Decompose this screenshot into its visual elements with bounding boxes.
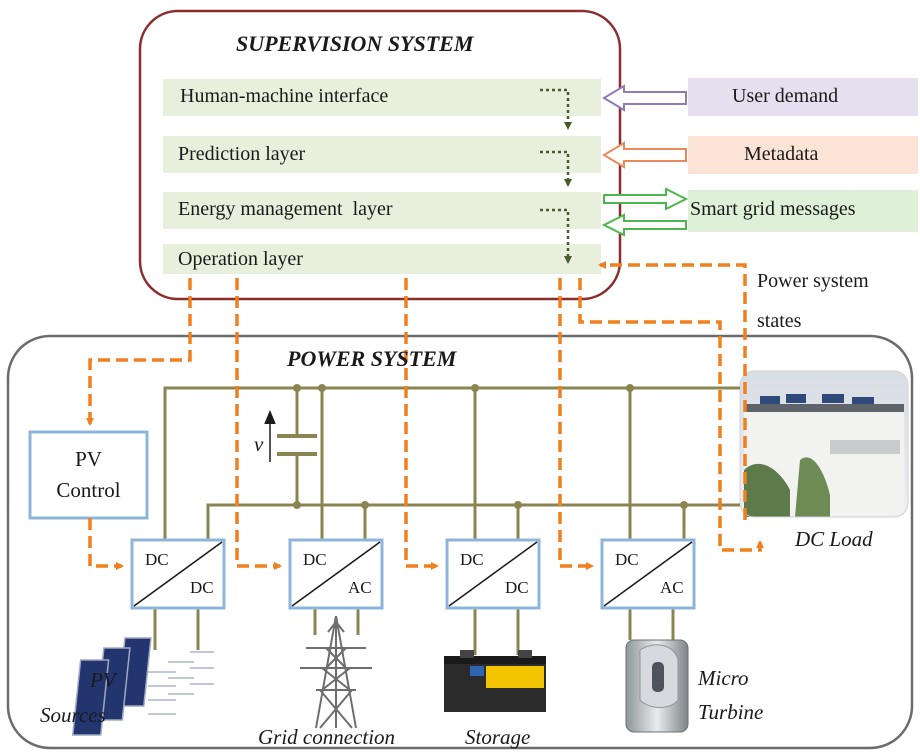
layer-flow-arrows xyxy=(540,88,572,264)
power-system-states-line1: Power system xyxy=(757,270,869,292)
hmi-layer-label: Human-machine interface xyxy=(180,85,389,107)
prediction-layer-label: Prediction layer xyxy=(178,143,306,165)
energy-management-layer-bar xyxy=(163,192,601,229)
prediction-layer-bar xyxy=(163,136,601,173)
storage-label: Storage xyxy=(465,725,531,749)
metadata-box xyxy=(688,136,918,174)
capacitor-voltage-label: v xyxy=(254,432,264,456)
converter-3-output: DC xyxy=(505,578,529,597)
smart-grid-out-arrow xyxy=(603,187,689,211)
pv-sources-line2: Sources xyxy=(40,703,106,727)
dc-load-label: DC Load xyxy=(795,527,873,551)
pv-panels-image xyxy=(71,637,214,736)
metadata-arrow xyxy=(602,141,687,169)
battery-image xyxy=(444,650,546,712)
pv-sources-line1: PV xyxy=(90,668,116,692)
pv-control-line1: PV xyxy=(75,447,102,471)
micro-turbine-line2: Turbine xyxy=(698,700,764,724)
converter-diagonals xyxy=(133,541,693,607)
smart-grid-in-arrow xyxy=(601,213,687,237)
transmission-tower-image xyxy=(300,615,372,729)
micro-turbine-image xyxy=(625,639,689,733)
metadata-label: Metadata xyxy=(744,143,819,165)
user-demand-arrow xyxy=(602,84,687,112)
power-system-states-line2: states xyxy=(757,310,802,332)
converter-3-input: DC xyxy=(460,550,484,569)
dc-load-building-image xyxy=(739,370,909,518)
converter-1-input: DC xyxy=(145,550,169,569)
user-demand-label: User demand xyxy=(732,85,839,107)
converter-4-input: DC xyxy=(615,550,639,569)
dc-bus xyxy=(153,386,740,655)
bus-junctions xyxy=(293,384,688,509)
control-signal-lines xyxy=(86,261,764,570)
pv-control-box xyxy=(28,430,149,520)
smart-grid-messages-label: Smart grid messages xyxy=(690,198,856,220)
converter-1-output: DC xyxy=(190,578,214,597)
capacitor-plates xyxy=(277,434,317,456)
converter-4-output: AC xyxy=(660,578,684,597)
operation-layer-bar xyxy=(163,244,601,274)
smart-grid-box xyxy=(688,190,918,232)
hmi-layer-bar xyxy=(163,79,601,116)
supervision-system-title: SUPERVISION SYSTEM xyxy=(236,31,474,56)
pv-control-line2: Control xyxy=(56,478,121,502)
user-demand-box xyxy=(688,78,918,116)
voltage-arrow xyxy=(264,410,276,462)
converter-2-input: DC xyxy=(303,550,327,569)
operation-layer-label: Operation layer xyxy=(178,248,303,270)
energy-management-layer-label: Energy management layer xyxy=(178,198,393,220)
converter-2-output: AC xyxy=(348,578,372,597)
power-system-title: POWER SYSTEM xyxy=(287,346,457,371)
grid-connection-label: Grid connection xyxy=(258,725,396,749)
micro-turbine-line1: Micro xyxy=(698,666,749,690)
